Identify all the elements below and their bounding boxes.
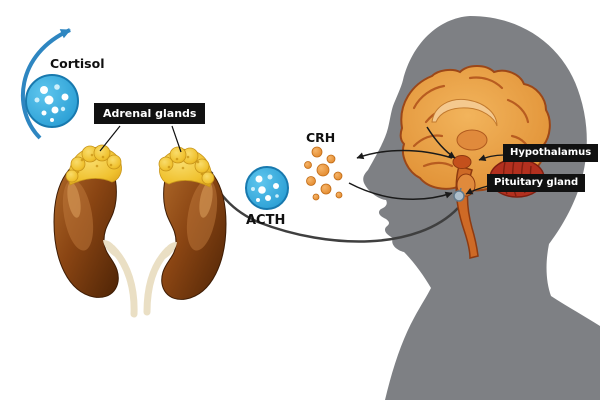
hypothalamus-label: Hypothalamus: [503, 144, 599, 162]
hypothalamus-pointer-arrow: [426, 126, 456, 159]
acth-label: ACTH: [246, 213, 286, 228]
kidneys-group: [53, 144, 227, 318]
hypothalamus-to-crh-arrow: [356, 149, 453, 160]
hypothalamus-region: [452, 155, 472, 169]
adrenal-glands-label: Adrenal glands: [94, 103, 206, 124]
right-adrenal-gland: [158, 146, 215, 188]
left-adrenal-gland: [65, 144, 122, 186]
left-kidney-sheen: [67, 182, 81, 218]
acth-molecule-icon: [245, 166, 289, 210]
crh-label: CRH: [306, 130, 336, 145]
pituitary-label-connector: [465, 185, 489, 195]
crh-molecules-icon: [304, 146, 343, 201]
left-renal-pelvis: [103, 240, 118, 258]
adrenal-label-connector-left: [99, 125, 121, 152]
pituitary-gland-shape: [453, 190, 465, 202]
crh-to-pituitary-arrow: [348, 182, 453, 200]
right-kidney-sheen: [199, 182, 213, 218]
right-renal-pelvis: [162, 242, 177, 260]
thalamus: [456, 129, 488, 151]
adrenal-label-connector-right: [171, 125, 182, 153]
cortisol-label: Cortisol: [50, 56, 105, 71]
cortisol-molecule-icon: [25, 74, 79, 128]
corpus-callosum: [431, 98, 498, 127]
pituitary-gland-label: Pituitary gland: [487, 174, 586, 192]
hypothalamus-label-connector: [478, 154, 505, 161]
cortisol-arrow: [20, 28, 71, 140]
